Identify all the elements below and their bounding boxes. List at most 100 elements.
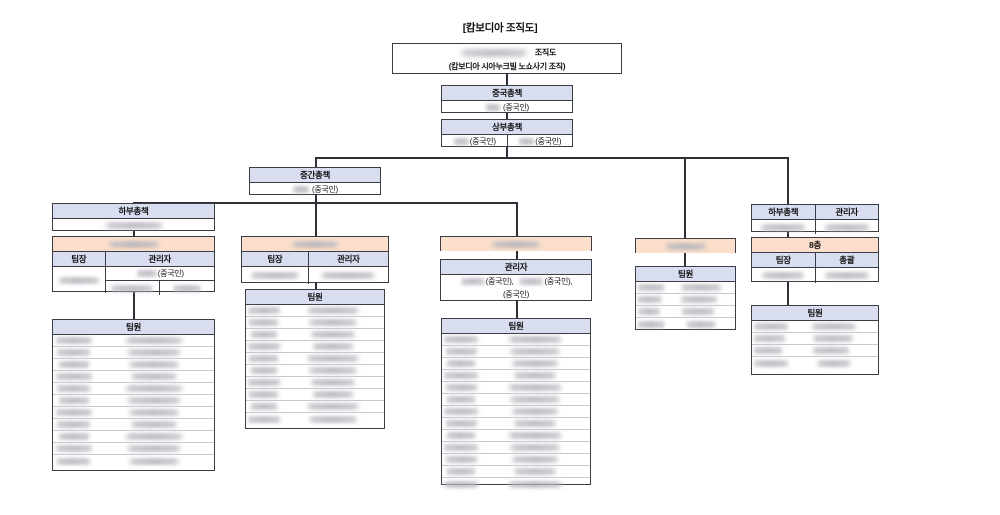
member-index xyxy=(53,443,95,454)
member-index xyxy=(53,407,95,418)
root-line-1: 조직도 xyxy=(393,44,621,60)
member-row xyxy=(246,341,384,353)
redacted-name xyxy=(56,361,91,368)
branch2-team-leader-value xyxy=(242,267,308,284)
branch2-col-team-leader: 팀장 xyxy=(242,252,308,266)
redacted-name xyxy=(508,348,563,355)
member-index xyxy=(53,335,95,346)
branch4-members-header: 팀원 xyxy=(636,267,735,282)
member-index xyxy=(442,478,481,490)
member-index xyxy=(752,345,785,356)
redacted-name xyxy=(506,384,565,391)
member-row xyxy=(636,294,735,306)
branch2-manager-value xyxy=(307,267,388,284)
branch2-data-row xyxy=(242,266,388,284)
china-chief-header: 중국총책 xyxy=(442,86,572,101)
redacted-name xyxy=(508,444,563,451)
branch1-manager-sub-1 xyxy=(106,281,160,295)
redacted-org-name xyxy=(457,48,530,57)
redacted-name xyxy=(510,456,561,463)
branch5-col-manager: 관리자 xyxy=(814,205,878,220)
branch3-manager-nat-2: (중국인), xyxy=(544,277,573,286)
branch1-members-header: 팀원 xyxy=(53,320,214,335)
member-name xyxy=(95,371,214,382)
member-name xyxy=(282,365,384,376)
redacted-name xyxy=(308,331,357,338)
member-row xyxy=(246,365,384,377)
redacted-name xyxy=(810,335,855,342)
member-name xyxy=(282,389,384,400)
branch5-manager-value xyxy=(814,220,879,234)
redacted-name xyxy=(636,320,666,328)
node-middle-chief: 중간총책 (중국인) xyxy=(249,167,381,195)
branch1-group-header xyxy=(53,237,214,252)
redacted-name xyxy=(248,272,301,279)
redacted-name xyxy=(506,432,565,439)
member-name xyxy=(480,454,590,465)
redacted-name xyxy=(510,360,561,367)
member-index xyxy=(636,318,666,330)
member-index xyxy=(53,419,95,430)
member-index xyxy=(246,413,282,425)
redacted-name xyxy=(752,359,790,367)
member-index xyxy=(752,357,790,369)
redacted-name xyxy=(636,284,666,291)
member-row xyxy=(752,321,878,333)
middle-chief-nationality: (중국인) xyxy=(312,185,338,194)
member-name xyxy=(282,317,384,328)
member-row xyxy=(246,305,384,317)
member-row xyxy=(752,333,878,345)
node-china-chief: 중국총책 (중국인) xyxy=(441,85,573,113)
member-index xyxy=(442,346,480,357)
redacted-name xyxy=(125,397,184,404)
redacted-name xyxy=(506,480,565,488)
branch5-supervisor-value xyxy=(814,268,879,283)
member-name xyxy=(790,321,878,332)
connector-middle-stem xyxy=(315,195,317,203)
redacted-name xyxy=(127,409,182,416)
member-index xyxy=(442,430,480,441)
member-name xyxy=(95,419,214,430)
member-row xyxy=(442,406,590,418)
member-row xyxy=(442,478,590,490)
branch2-col-manager: 관리자 xyxy=(307,252,388,266)
member-index xyxy=(246,317,282,328)
member-index xyxy=(246,305,282,316)
redacted-name xyxy=(816,359,852,367)
connector-branch3-manager-to-members xyxy=(516,301,518,318)
redacted-name xyxy=(109,284,156,292)
redacted-name xyxy=(508,396,563,403)
member-row xyxy=(442,334,590,346)
redacted-name xyxy=(679,296,719,303)
redacted-name xyxy=(443,348,479,355)
root-line-1-text: 조직도 xyxy=(534,48,557,57)
redacted-name xyxy=(55,421,93,428)
branch3-manager-line-1: (중국인), (중국인), xyxy=(441,275,591,289)
member-name xyxy=(282,353,384,364)
member-name xyxy=(282,341,384,352)
member-name xyxy=(480,358,590,369)
member-row xyxy=(246,413,384,425)
connector-middle-bus xyxy=(133,202,517,204)
upper-chief-entry-2: (중국인) xyxy=(506,135,573,149)
redacted-group-name xyxy=(490,241,542,249)
branch2-group-header xyxy=(242,237,388,252)
member-row xyxy=(246,389,384,401)
member-row xyxy=(636,318,735,330)
redacted-name xyxy=(442,480,481,488)
member-row xyxy=(442,454,590,466)
redacted-name xyxy=(306,367,359,374)
member-index xyxy=(442,454,480,465)
redacted-name xyxy=(127,361,182,368)
connector-bus-to-middle-chief xyxy=(315,157,317,167)
branch2-col-header-row: 팀장 관리자 xyxy=(242,252,388,266)
redacted-name xyxy=(53,445,94,452)
member-index xyxy=(246,365,282,376)
member-name xyxy=(480,346,590,357)
redacted-name xyxy=(306,319,359,326)
member-index xyxy=(442,382,480,393)
branch3-member-list xyxy=(442,334,590,490)
redacted-name xyxy=(759,223,808,231)
redacted-name xyxy=(512,468,559,475)
member-row xyxy=(246,329,384,341)
